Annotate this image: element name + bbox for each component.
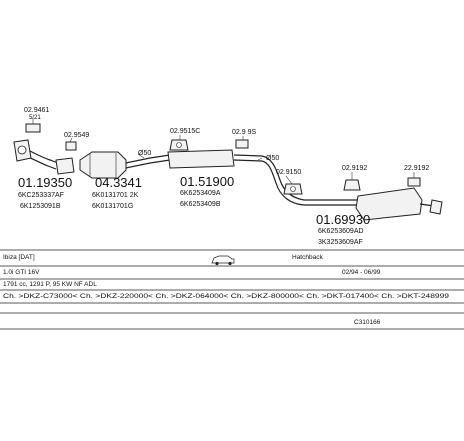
hanger-02-9515c[interactable] [169,139,189,151]
part-oem-04-3341-a: 6K0131701 2K [92,192,139,199]
label-22-9192: 22.9192 [404,165,429,172]
model-text: Ibiza [DAT] [3,254,35,261]
part-oem-01-19350-b: 6K1253091B [20,203,61,210]
center-muffler[interactable] [149,149,263,169]
part-oem-01-19350-a: 6KC253337AF [18,192,64,199]
part-code-01-19350: 01.19350 [18,175,72,190]
chassis-ranges-text: Ch. >DKZ-C73000< Ch. >DKZ-220000< Ch. >D… [3,294,450,300]
engine-text: 1.0i GTI 16V [3,269,40,276]
front-pipe[interactable] [13,139,75,175]
leader-lines [137,135,415,185]
rear-muffler[interactable] [355,187,443,221]
clamp-02-9-9s[interactable] [235,139,249,149]
date-range-text: 02/94 - 06/99 [342,269,381,276]
label-02-9549: 02.9549 [64,132,89,139]
part-oem-01-51900-b: 6K6253409B [180,201,221,208]
hanger-22-9192[interactable] [407,177,421,187]
label-02-9515c: 02.9515C [170,128,200,135]
body-type-text: Hatchback [292,254,323,261]
hatchback-car-icon [211,255,235,266]
part-code-04-3341: 04.3341 [95,175,142,190]
spec-text: 1791 cc, 1291 P, 95 KW NF ADL [3,281,97,288]
label-02-9461: 02.9461 [24,107,49,114]
label-02-9-9s: 02.9 9S [232,129,256,136]
gasket-02-9461[interactable] [25,118,41,133]
part-oem-04-3341-b: 6K0131701G [92,203,133,210]
rear-pipe[interactable] [261,155,360,206]
part-oem-01-69930-a: 6K6253609AD [318,228,364,235]
label-02-9192: 02.9192 [342,165,367,172]
label-02-9461-sub: 5/21 [29,115,41,121]
catalytic-converter[interactable] [79,151,151,179]
part-code-01-51900: 01.51900 [180,174,234,189]
diameter-label-2: Ø50 [266,155,279,162]
part-oem-01-69930-b: 3K3253609AF [318,239,363,246]
part-oem-01-51900-a: 6K6253409A [180,190,221,197]
hanger-02-9150[interactable] [283,183,303,195]
hanger-02-9192[interactable] [343,179,361,191]
diameter-label-1: Ø50 [138,150,151,157]
part-code-01-69930: 01.69930 [316,212,370,227]
clamp-02-9549[interactable] [65,137,77,151]
reference-code-text: C310166 [354,319,381,326]
label-02-9150: 02.9150 [276,169,301,176]
